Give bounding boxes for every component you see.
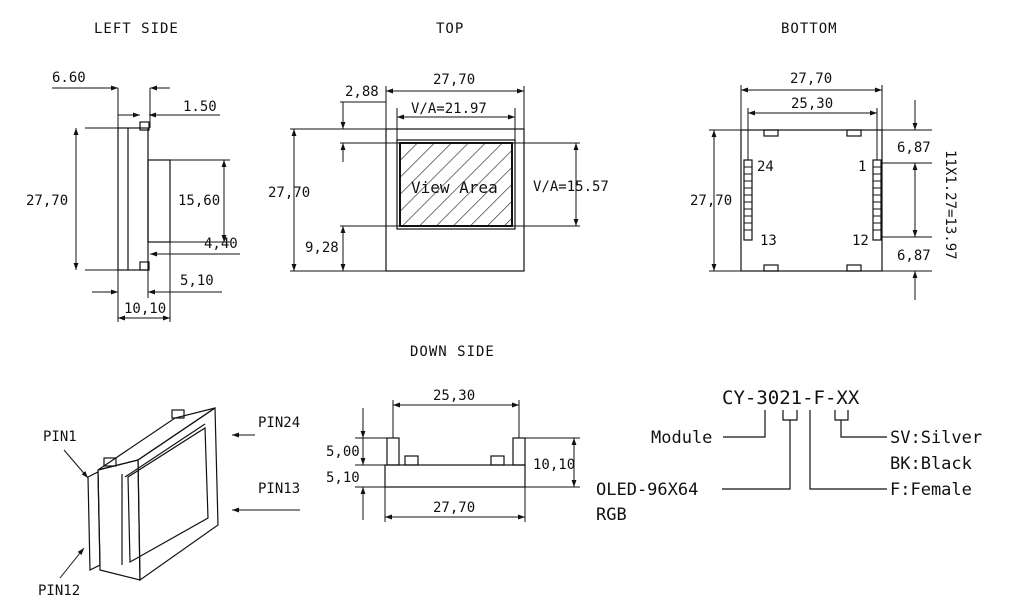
pin-header-ticks bbox=[744, 166, 881, 231]
part-number-code: CY-3021-F-XX bbox=[722, 387, 860, 409]
dim-down-total: 10,10 bbox=[533, 457, 575, 473]
pin-label-24: 24 bbox=[757, 159, 774, 175]
dim-down-body-height: 5,10 bbox=[326, 470, 360, 486]
dim-bottom-pitch: 11X1.27=13.97 bbox=[942, 150, 958, 260]
dim-left-base: 5,10 bbox=[180, 273, 214, 289]
dim-top-width: 27,70 bbox=[433, 72, 475, 88]
dim-left-top-width: 6.60 bbox=[52, 70, 86, 86]
bottom-title: BOTTOM bbox=[781, 21, 838, 37]
view-area-hatch bbox=[399, 142, 513, 227]
iso-pin13-label: PIN13 bbox=[258, 481, 300, 497]
pin-header-left bbox=[743, 159, 753, 241]
dim-top-offset-bottom: 9,28 bbox=[305, 240, 339, 256]
iso-pin1-label: PIN1 bbox=[43, 429, 77, 445]
dim-down-outer: 27,70 bbox=[433, 500, 475, 516]
down-side-body bbox=[384, 464, 526, 488]
top-title: TOP bbox=[436, 21, 464, 37]
left-side-title: LEFT SIDE bbox=[94, 21, 179, 37]
dim-down-inner: 25,30 bbox=[433, 388, 475, 404]
bottom-view: BOTTOM 24 1 13 12 27,70 bbox=[690, 21, 958, 300]
left-side-body bbox=[85, 88, 171, 271]
dim-bottom-width: 27,70 bbox=[790, 71, 832, 87]
pin-header-right bbox=[872, 159, 882, 241]
dim-left-gap: 4,40 bbox=[204, 236, 238, 252]
legend-type-line2: RGB bbox=[596, 505, 627, 525]
down-side-view: DOWN SIDE 25,30 27,70 5,00 5,10 10,10 bbox=[326, 344, 580, 522]
dim-top-offset-top: 2,88 bbox=[345, 84, 379, 100]
part-number-legend: CY-3021-F-XX Module OLED-96X64 RGB F:Fem… bbox=[596, 387, 982, 525]
dim-left-panel: 15,60 bbox=[178, 193, 220, 209]
dim-bottom-inner: 25,30 bbox=[791, 96, 833, 112]
dim-top-va-width: V/A=21.97 bbox=[411, 101, 487, 117]
top-outline bbox=[385, 128, 525, 272]
dim-bottom-edge-bottom: 6,87 bbox=[897, 248, 931, 264]
pin-label-1: 1 bbox=[858, 159, 866, 175]
dim-left-flange: 1.50 bbox=[183, 99, 217, 115]
dim-down-pin-height: 5,00 bbox=[326, 444, 360, 460]
legend-type-line1: OLED-96X64 bbox=[596, 480, 698, 500]
top-view: TOP View Area 27,70 V/A=21.97 2,88 27,70… bbox=[268, 21, 609, 272]
dim-left-height: 27,70 bbox=[26, 193, 68, 209]
legend-black: BK:Black bbox=[890, 454, 972, 474]
view-area-label: View Area bbox=[411, 178, 498, 197]
dim-top-va-height: V/A=15.57 bbox=[533, 179, 609, 195]
down-side-title: DOWN SIDE bbox=[410, 344, 495, 360]
iso-pin24-label: PIN24 bbox=[258, 415, 300, 431]
dim-top-height: 27,70 bbox=[268, 185, 310, 201]
legend-silver: SV:Silver bbox=[890, 428, 982, 448]
dim-left-depth: 10,10 bbox=[124, 301, 166, 317]
legend-female: F:Female bbox=[890, 480, 972, 500]
iso-pin12-label: PIN12 bbox=[38, 583, 80, 599]
legend-module: Module bbox=[651, 428, 712, 448]
pin-label-13: 13 bbox=[760, 233, 777, 249]
bottom-outline bbox=[740, 129, 883, 272]
isometric-view: PIN1 PIN24 PIN13 PIN12 bbox=[38, 406, 300, 599]
pin-label-12: 12 bbox=[852, 233, 869, 249]
dim-bottom-height: 27,70 bbox=[690, 193, 732, 209]
left-side-view: LEFT SIDE 6.60 1.50 27,70 15,60 4,4 bbox=[26, 21, 240, 322]
dim-bottom-edge-top: 6,87 bbox=[897, 140, 931, 156]
